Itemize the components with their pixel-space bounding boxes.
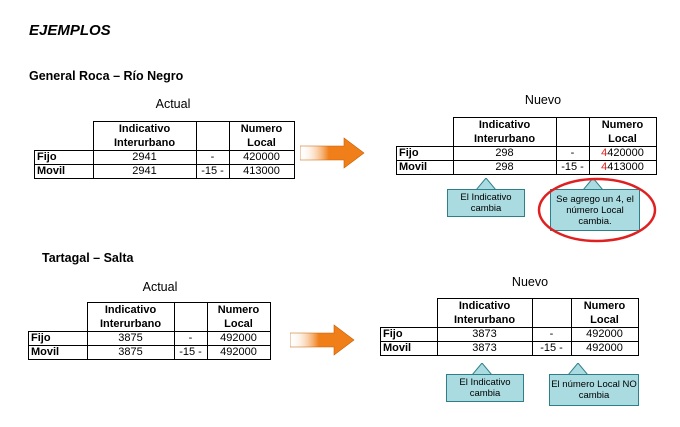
table-row: Fijo 3873 - 492000: [380, 327, 639, 342]
cell-numero: 4413000: [588, 160, 657, 175]
table-row: Fijo 298 - 4420000: [396, 146, 657, 161]
cell-mid: -: [195, 150, 230, 165]
cell-indicativo: 3873: [436, 341, 533, 356]
cell-indicativo: 3875: [86, 331, 175, 346]
table-row: Fijo 2941 - 420000: [34, 150, 295, 165]
table-row: Movil 2941 -15 - 413000: [34, 164, 295, 179]
cell-indicativo: 3875: [86, 345, 175, 360]
callout-pointer-icon: [476, 178, 496, 190]
page-title: EJEMPLOS: [29, 22, 111, 39]
table-actual-1: Indicativo Interurbano Numero Local Fijo…: [34, 121, 295, 179]
table-nuevo-2: Indicativo Interurbano Numero Local Fijo…: [380, 298, 639, 356]
region-title-1: General Roca – Río Negro: [29, 69, 184, 83]
highlight-ellipse-icon: [537, 177, 657, 243]
cell-mid: -: [555, 146, 590, 161]
table-row: Movil 298 -15 - 4413000: [396, 160, 657, 175]
cell-mid: -15 -: [555, 160, 590, 175]
header-blank: [195, 121, 230, 151]
callout-pointer-icon: [583, 178, 603, 190]
header-blank: [555, 117, 590, 147]
header-numero-local: Numero Local: [570, 298, 639, 328]
row-label: Fijo: [34, 150, 94, 165]
cell-indicativo: 298: [452, 146, 557, 161]
row-label: Movil: [28, 345, 88, 360]
row-label: Movil: [396, 160, 454, 175]
row-label: Movil: [380, 341, 438, 356]
table-row: Movil 3873 -15 - 492000: [380, 341, 639, 356]
header-indicativo: Indicativo Interurbano: [86, 302, 175, 332]
cell-numero: 492000: [570, 341, 639, 356]
caption-actual-2: Actual: [142, 280, 178, 294]
header-blank: [531, 298, 572, 328]
cell-mid: -: [173, 331, 208, 346]
row-label: Movil: [34, 164, 94, 179]
cell-numero: 420000: [228, 150, 295, 165]
row-label: Fijo: [396, 146, 454, 161]
added-digit: 4: [601, 161, 608, 173]
number-value: 420000: [607, 147, 644, 159]
row-label: Fijo: [28, 331, 88, 346]
table-row: Movil 3875 -15 - 492000: [28, 345, 271, 360]
table-actual-2: Indicativo Interurbano Numero Local Fijo…: [28, 302, 271, 360]
cell-numero: 413000: [228, 164, 295, 179]
cell-numero: 492000: [570, 327, 639, 342]
cell-indicativo: 2941: [92, 164, 197, 179]
number-value: 413000: [607, 161, 644, 173]
cell-indicativo: 298: [452, 160, 557, 175]
cell-numero: 492000: [206, 345, 271, 360]
header-numero-local: Numero Local: [228, 121, 295, 151]
header-numero-local: Numero Local: [206, 302, 271, 332]
cell-mid: -15 -: [531, 341, 572, 356]
callout-note: El Indicativo cambia: [447, 189, 525, 217]
cell-indicativo: 3873: [436, 327, 533, 342]
callout-note: Se agrego un 4, el número Local cambia.: [550, 189, 640, 231]
header-blank: [173, 302, 208, 332]
cell-mid: -: [531, 327, 572, 342]
cell-numero: 4420000: [588, 146, 657, 161]
added-digit: 4: [601, 147, 608, 159]
right-arrow-icon: [300, 137, 365, 169]
row-label: Fijo: [380, 327, 438, 342]
region-title-2: Tartagal – Salta: [42, 251, 134, 265]
callout-pointer-icon: [472, 363, 492, 375]
header-numero-local: Numero Local: [588, 117, 657, 147]
cell-numero: 492000: [206, 331, 271, 346]
table-row: Fijo 3875 - 492000: [28, 331, 271, 346]
callout-note: El Indicativo cambia: [446, 374, 524, 402]
header-indicativo: Indicativo Interurbano: [92, 121, 197, 151]
cell-indicativo: 2941: [92, 150, 197, 165]
caption-actual-1: Actual: [155, 97, 191, 111]
caption-nuevo-1: Nuevo: [524, 93, 562, 107]
header-indicativo: Indicativo Interurbano: [436, 298, 533, 328]
header-indicativo: Indicativo Interurbano: [452, 117, 557, 147]
caption-nuevo-2: Nuevo: [511, 275, 549, 289]
cell-mid: -15 -: [173, 345, 208, 360]
right-arrow-icon: [290, 324, 355, 356]
table-nuevo-1: Indicativo Interurbano Numero Local Fijo…: [396, 117, 657, 175]
callout-pointer-icon: [568, 363, 588, 375]
callout-note: El número Local NO cambia: [549, 374, 639, 406]
cell-mid: -15 -: [195, 164, 230, 179]
